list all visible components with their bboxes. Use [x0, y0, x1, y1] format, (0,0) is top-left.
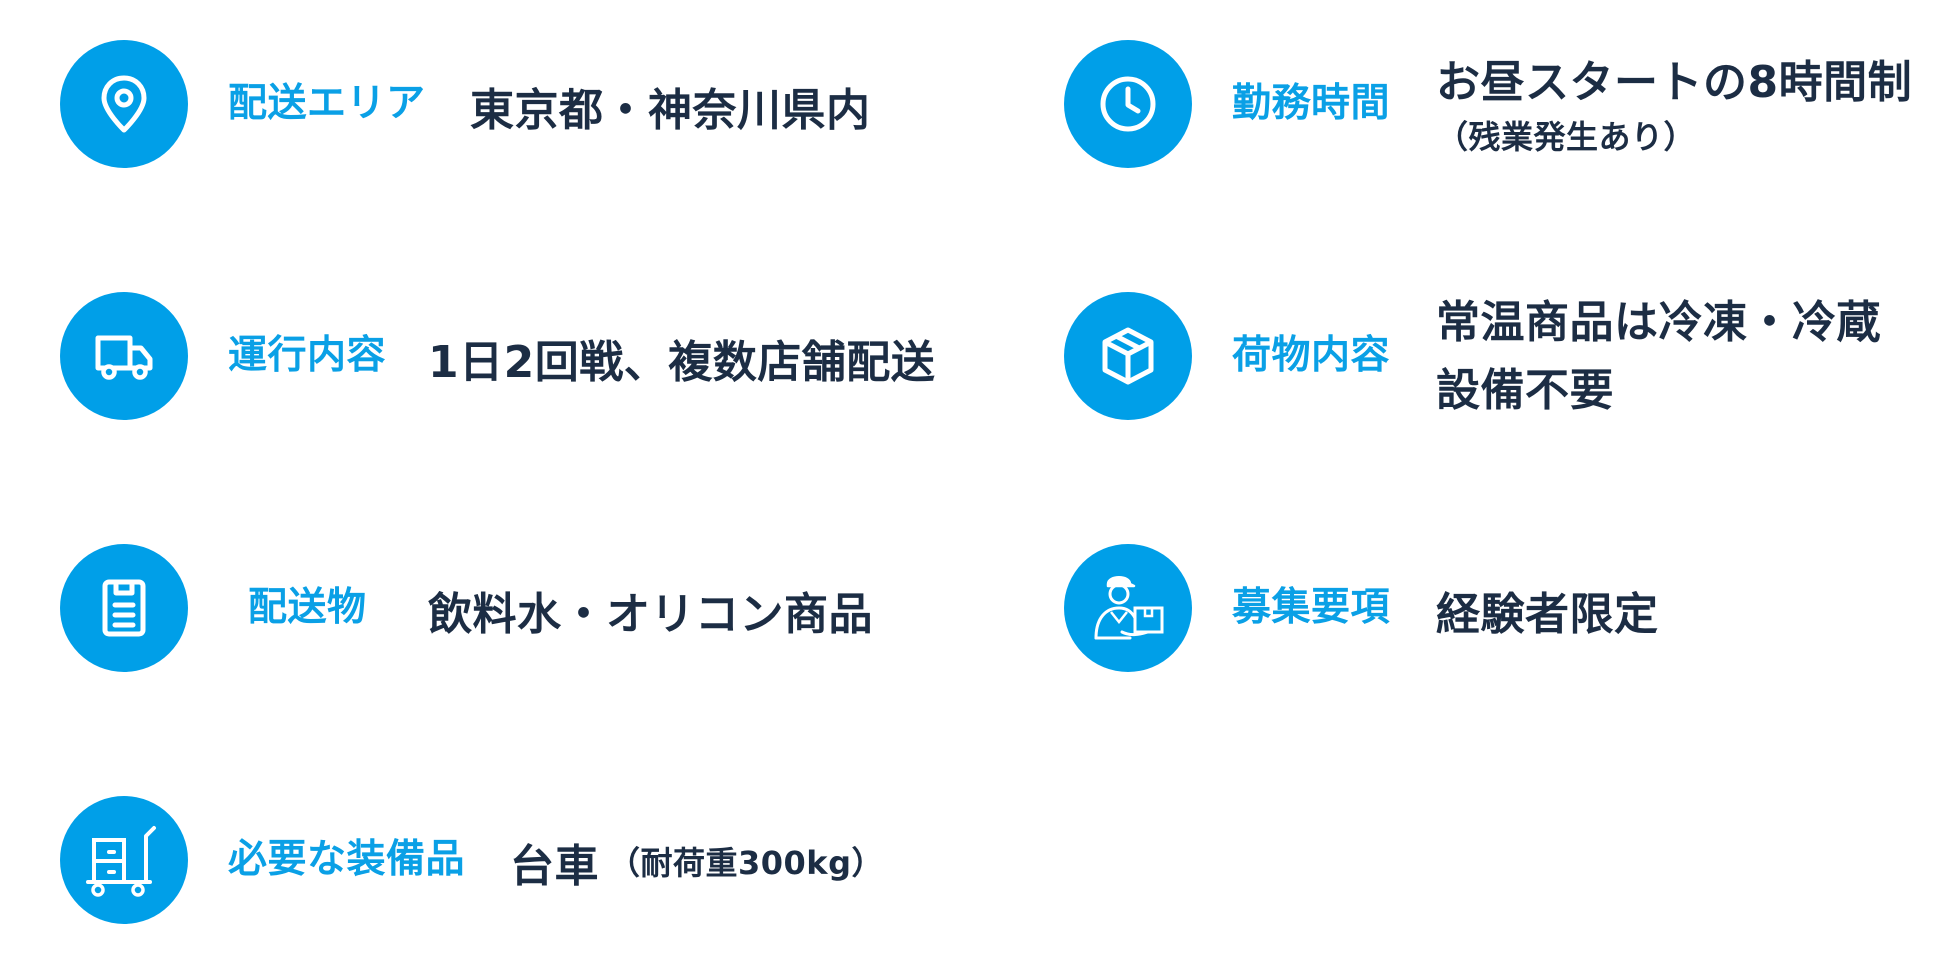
clock-icon	[1064, 40, 1192, 168]
info-label: 勤務時間	[1232, 81, 1391, 126]
truck-icon	[60, 292, 188, 420]
info-value: 東京都・神奈川県内	[470, 85, 871, 136]
info-item-operation: 運行内容 1日2回戦、複数店舗配送	[60, 292, 960, 420]
info-item-equipment: 必要な装備品 台車 （耐荷重300kg）	[60, 796, 960, 924]
info-value: 飲料水・オリコン商品	[428, 589, 873, 640]
info-note: （耐荷重300kg）	[608, 844, 884, 882]
clipboard-icon	[60, 544, 188, 672]
delivery-worker-icon	[1064, 544, 1192, 672]
info-label: 配送物	[248, 585, 367, 630]
info-value: 台車	[510, 841, 599, 892]
package-box-icon	[1064, 292, 1192, 420]
info-value: 1日2回戦、複数店舗配送	[428, 337, 936, 388]
info-value: 常温商品は冷凍・冷蔵	[1436, 297, 1881, 348]
info-item-delivery-area: 配送エリア 東京都・神奈川県内	[60, 40, 960, 168]
hand-cart-icon	[60, 796, 188, 924]
info-item-delivery-goods: 配送物 飲料水・オリコン商品	[60, 544, 960, 672]
info-note: （残業発生あり）	[1436, 118, 1697, 156]
info-label: 運行内容	[228, 333, 387, 378]
info-item-working-hours: 勤務時間 お昼スタートの8時間制 （残業発生あり）	[1064, 40, 1954, 168]
info-value-line2: 設備不要	[1436, 365, 1614, 416]
location-pin-icon	[60, 40, 188, 168]
info-item-cargo: 荷物内容 常温商品は冷凍・冷蔵 設備不要	[1064, 292, 1954, 420]
info-value: 経験者限定	[1436, 589, 1659, 640]
info-label: 荷物内容	[1232, 333, 1391, 378]
info-label: 配送エリア	[228, 81, 426, 126]
info-label: 募集要項	[1232, 585, 1391, 630]
info-label: 必要な装備品	[228, 837, 466, 882]
info-item-requirements: 募集要項 経験者限定	[1064, 544, 1954, 672]
info-value: お昼スタートの8時間制	[1436, 57, 1913, 108]
